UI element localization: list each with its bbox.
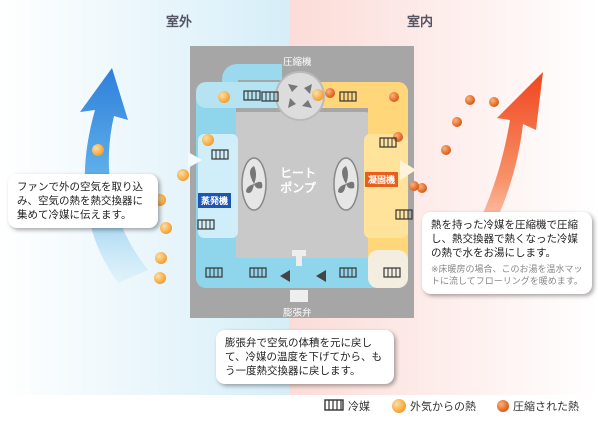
callout-expansion-text: 膨張弁で空気の体積を元に戻して、冷媒の温度を下げてから、もう一度熱交換器に戻しま… [225,337,382,377]
legend-compressed-heat-icon [497,400,509,412]
compressed-heat-marker [465,95,475,105]
outdoor-airflow-arrow [80,68,148,283]
evaporator-label: 蒸発機 [198,193,232,208]
outdoor-label: 室外 [166,15,193,30]
heat-pump-core [222,112,380,272]
compressed-heat-marker [325,88,335,98]
refrigerant-marker [339,91,357,102]
refrigerant-marker [383,267,401,278]
legend: 冷媒 外気からの熱 圧縮された熱 [0,398,598,416]
fan-icon-right [333,157,359,211]
outside-heat-marker [218,91,230,103]
legend-outside-heat-icon [392,399,406,413]
outside-heat-marker [312,89,324,101]
outside-heat-marker [92,144,104,156]
legend-refrigerant-label: 冷媒 [348,400,370,413]
callout-outdoor-text: ファンで外の空気を取り込み、空気の熱を熱交換器に集めて冷媒に伝えます。 [17,181,143,221]
compressor-label: 圧縮機 [283,57,312,68]
refrigerant-marker [261,91,279,102]
flow-arrows [188,152,416,282]
callout-outdoor: ファンで外の空気を取り込み、空気の熱を熱交換器に集めて冷媒に伝えます。 [8,174,158,228]
refrigerant-marker [395,209,413,220]
condenser-label: 凝固機 [365,172,399,187]
outside-heat-marker [155,252,167,264]
compressed-heat-marker [417,183,427,193]
legend-refrigerant-icon [324,399,344,411]
fan-icon-left [241,157,267,211]
legend-outside-heat-label: 外気からの熱 [410,400,476,413]
refrigerant-marker [211,149,229,160]
refrigerant-marker [379,137,397,148]
compressed-heat-marker [409,181,419,191]
callout-indoor: 熱を持った冷媒を圧縮機で圧縮し、熱交換器で熱くなった冷媒の熱で水をお湯にします。… [422,212,592,294]
heat-pump-label: ヒート ポンプ [280,166,317,195]
refrigerant-marker [197,219,215,230]
indoor-airflow-arrow [438,72,543,290]
legend-compressed-heat-label: 圧縮された熱 [513,400,579,413]
cold-pipe-bottom [196,258,406,288]
heat-and-refrigerant-markers [92,88,499,284]
compressed-heat-marker [389,92,399,102]
expansion-valve-icon [290,250,308,302]
refrigerant-marker [339,267,357,278]
callout-indoor-note: ※床暖房の場合、このお湯を温水マットに流してフローリングを暖めます。 [431,265,583,287]
outside-heat-marker [160,222,172,234]
cold-pipe-top-left [222,64,282,104]
refrigerant-marker [243,90,261,101]
evaporator-exchanger [198,134,238,238]
compressed-heat-marker [452,117,462,127]
outside-heat-marker [154,272,166,284]
refrigerant-marker [249,267,267,278]
callout-expansion: 膨張弁で空気の体積を元に戻して、冷媒の温度を下げてから、もう一度熱交換器に戻しま… [216,330,394,384]
compressor-arrows-icon [288,84,312,108]
outside-heat-marker [177,169,189,181]
outside-heat-marker [202,134,214,146]
compressed-heat-marker [441,145,451,155]
expansion-valve-label: 膨張弁 [283,308,312,319]
callout-indoor-text: 熱を持った冷媒を圧縮機で圧縮し、熱交換器で熱くなった冷媒の熱で水をお湯にします。 [431,219,578,259]
compressed-heat-marker [489,97,499,107]
indoor-label: 室内 [407,15,434,30]
compressed-heat-marker [393,132,403,142]
refrigerant-marker [205,267,223,278]
